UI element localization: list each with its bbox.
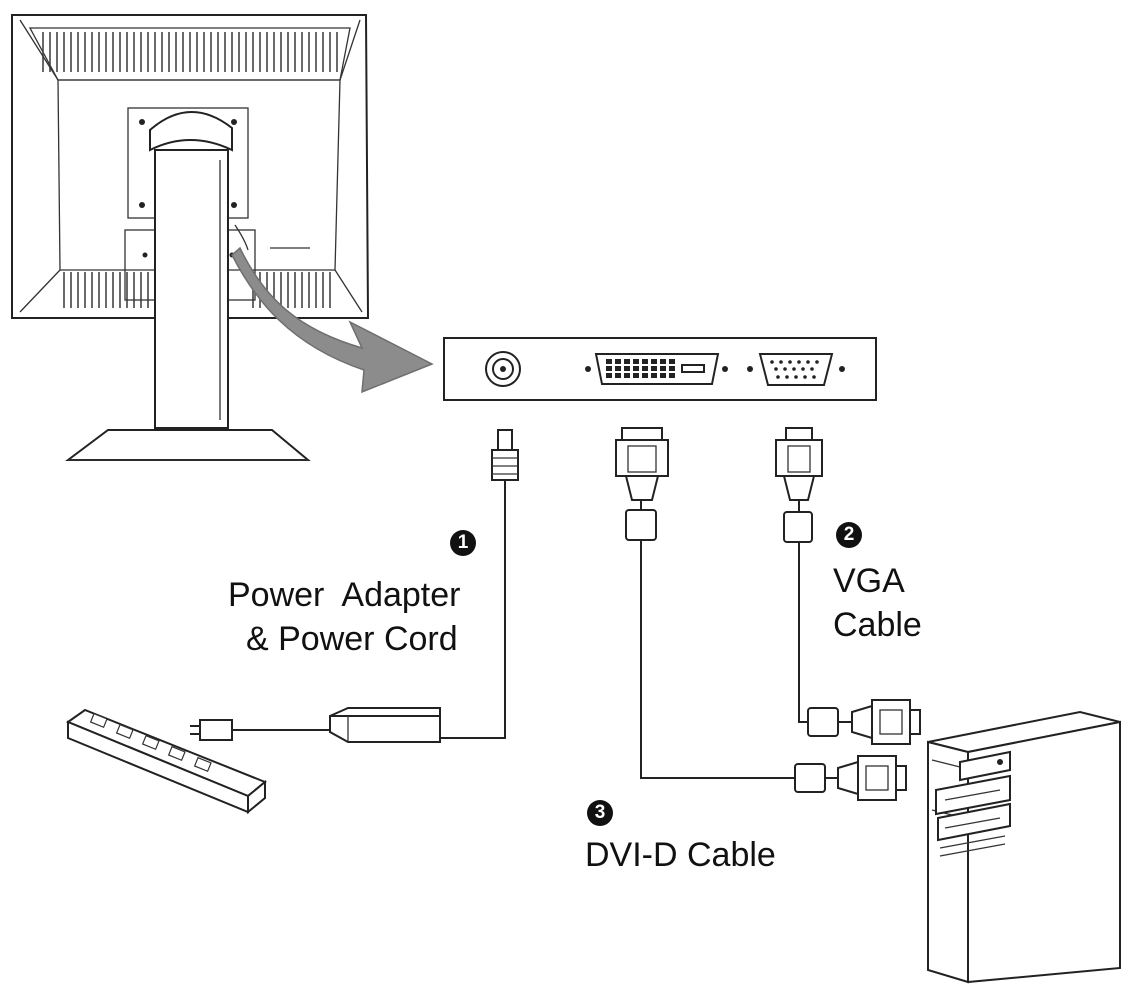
vga-cable-connector-icon — [775, 427, 823, 723]
callout-2-label-line-1: VGA — [833, 562, 905, 600]
computer-tower-icon — [927, 710, 1121, 984]
power-strip-icon — [65, 708, 330, 815]
vga-pc-connector-icon — [807, 699, 921, 745]
callout-1-label-line-1: Power Adapter — [228, 576, 461, 614]
dvi-cable-connector-icon — [615, 427, 795, 779]
power-plug-icon — [440, 429, 519, 739]
callout-1-number: 1 — [450, 530, 476, 556]
callout-3-label-line-1: DVI-D Cable — [585, 836, 776, 874]
dvi-pc-connector-icon — [794, 755, 907, 801]
monitor-rear-icon — [11, 14, 370, 461]
power-adapter-icon — [329, 707, 441, 743]
callout-3-number: 3 — [587, 800, 613, 826]
connector-panel-icon — [443, 337, 877, 401]
callout-1-label-line-2: & Power Cord — [246, 620, 458, 658]
arrow-icon — [231, 246, 434, 394]
callout-2-label-line-2: Cable — [833, 606, 922, 644]
callout-2-number: 2 — [836, 522, 862, 548]
